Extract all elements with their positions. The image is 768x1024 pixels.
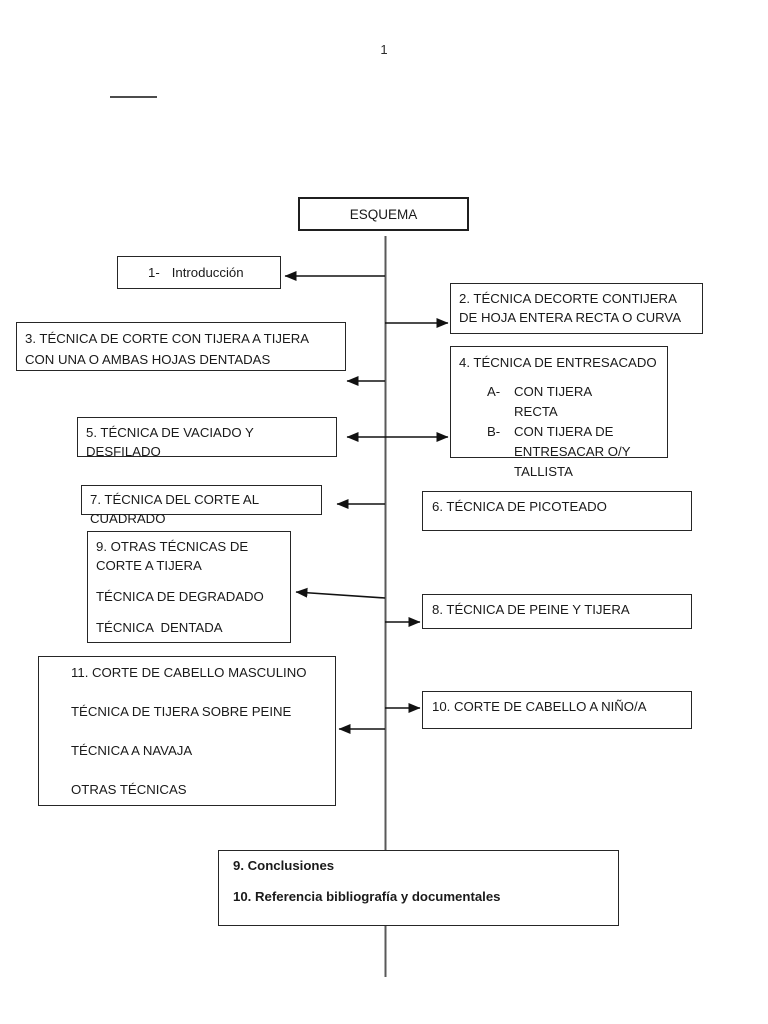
box4-item-a-text: CON TIJERA RECTA bbox=[514, 384, 596, 419]
box-tecnica-corte-cuadrado: 7. TÉCNICA DEL CORTE AL CUADRADO bbox=[81, 485, 322, 526]
box4-item-b-marker: B- bbox=[487, 424, 501, 439]
box2-text: 2. TÉCNICA DECORTE CONTIJERA DE HOJA ENT… bbox=[459, 291, 682, 325]
box11-paragraph-1: 11. CORTE DE CABELLO MASCULINO bbox=[71, 665, 307, 680]
box4-item-b: B- CON TIJERA DE ENTRESACAR O/Y TALLISTA bbox=[459, 422, 659, 482]
box-tecnica-tijera-dentada: 3. TÉCNICA DE CORTE CON TIJERA A TIJERA … bbox=[16, 322, 346, 371]
box4-item-b-text: CON TIJERA DE ENTRESACAR O/Y TALLISTA bbox=[514, 424, 634, 479]
conclusions-line-2: 10. Referencia bibliografía y documental… bbox=[233, 889, 501, 904]
conclusions-line-1: 9. Conclusiones bbox=[233, 858, 335, 873]
box8-text: 8. TÉCNICA DE PEINE Y TIJERA bbox=[432, 602, 630, 617]
box4-item-a: A- CON TIJERA RECTA bbox=[459, 382, 659, 422]
box11-paragraph-2: TÉCNICA DE TIJERA SOBRE PEINE bbox=[71, 704, 292, 719]
arrow-to-box9 bbox=[295, 587, 386, 599]
esquema-label: ESQUEMA bbox=[349, 206, 418, 222]
box9-paragraph-3: TÉCNICA DENTADA bbox=[96, 620, 223, 635]
box-tecnica-vaciado-desfilado: 5. TÉCNICA DE VACIADO Y DESFILADO bbox=[77, 417, 337, 459]
box-introduccion: 1- Introducción bbox=[117, 256, 281, 289]
box9-paragraph-2: TÉCNICA DE DEGRADADO bbox=[96, 589, 264, 604]
box-otras-tecnicas-corte: 9. OTRAS TÉCNICAS DE CORTE A TIJERA TÉCN… bbox=[87, 531, 291, 643]
box7-text: 7. TÉCNICA DEL CORTE AL CUADRADO bbox=[90, 492, 263, 526]
intro-label: Introducción bbox=[171, 265, 244, 280]
box4-title: 4. TÉCNICA DE ENTRESACADO bbox=[459, 355, 657, 370]
box-conclusiones: 9. Conclusiones 10. Referencia bibliogra… bbox=[218, 850, 619, 926]
box9-paragraph-1: 9. OTRAS TÉCNICAS DE CORTE A TIJERA bbox=[96, 539, 252, 573]
box-tecnica-corte-hoja-entera: 2. TÉCNICA DECORTE CONTIJERA DE HOJA ENT… bbox=[450, 283, 703, 334]
intro-number: 1- bbox=[148, 265, 160, 280]
box-tecnica-peine-tijera: 8. TÉCNICA DE PEINE Y TIJERA bbox=[422, 594, 692, 629]
box11-paragraph-3: TÉCNICA A NAVAJA bbox=[71, 743, 193, 758]
box11-paragraph-4: OTRAS TÉCNICAS bbox=[71, 782, 187, 797]
page-number: 1 bbox=[380, 42, 388, 57]
box4-list: A- CON TIJERA RECTA B- CON TIJERA DE ENT… bbox=[459, 382, 659, 482]
box10-text: 10. CORTE DE CABELLO A NIÑO/A bbox=[432, 699, 647, 714]
box4-item-a-marker: A- bbox=[487, 384, 501, 399]
box6-text: 6. TÉCNICA DE PICOTEADO bbox=[432, 499, 607, 514]
esquema-root-box: ESQUEMA bbox=[298, 197, 469, 231]
box-tecnica-entresacado: 4. TÉCNICA DE ENTRESACADO A- CON TIJERA … bbox=[450, 346, 668, 479]
box3-text: 3. TÉCNICA DE CORTE CON TIJERA A TIJERA … bbox=[25, 331, 313, 367]
box5-text: 5. TÉCNICA DE VACIADO Y DESFILADO bbox=[86, 425, 258, 459]
box-corte-cabello-masculino: 11. CORTE DE CABELLO MASCULINO TÉCNICA D… bbox=[38, 656, 336, 806]
box-corte-cabello-nino: 10. CORTE DE CABELLO A NIÑO/A bbox=[422, 691, 692, 729]
box-tecnica-picoteado: 6. TÉCNICA DE PICOTEADO bbox=[422, 491, 692, 531]
